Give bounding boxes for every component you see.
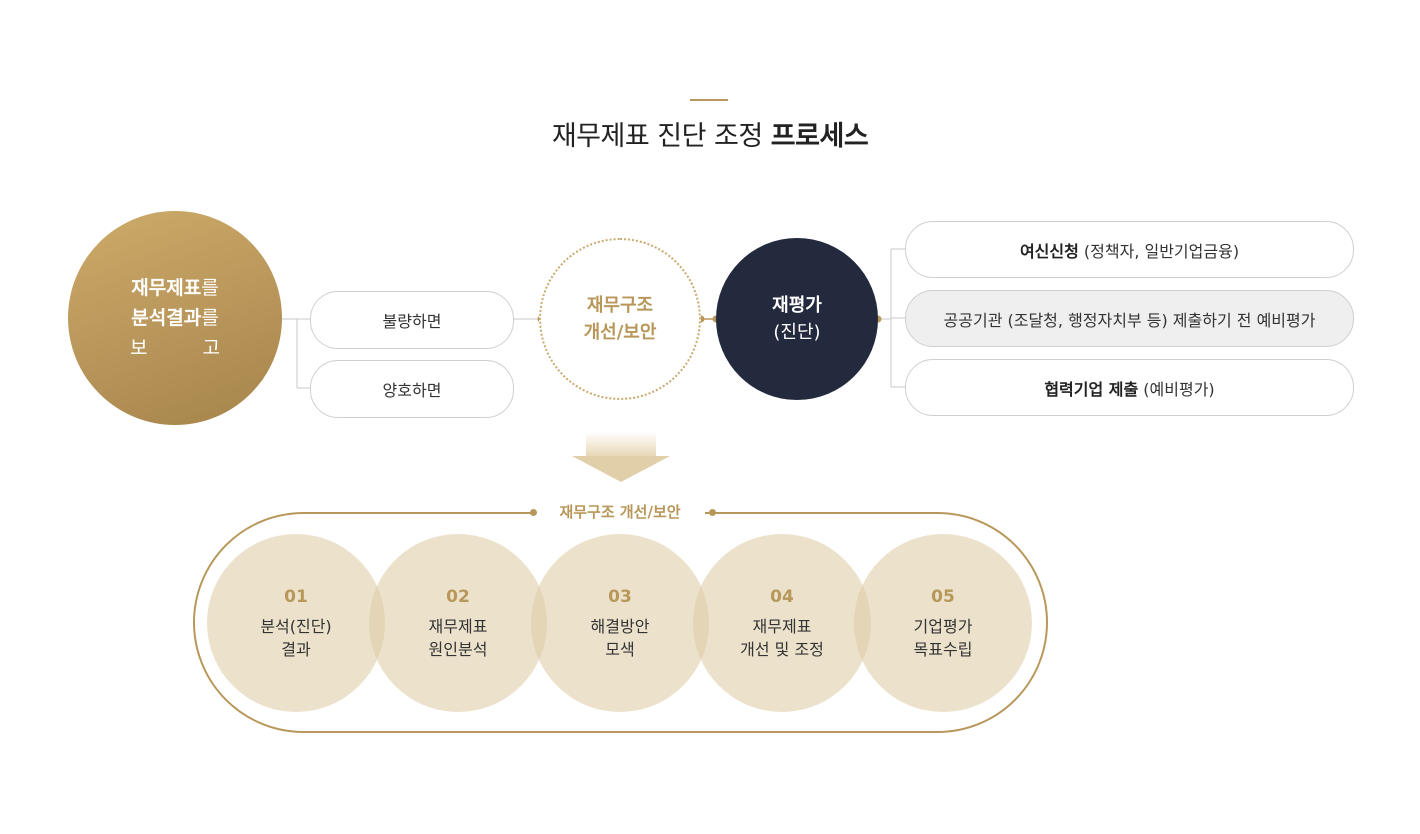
start-line-3-a: 보	[130, 337, 148, 359]
improve-circle: 재무구조 개선/보안	[539, 238, 701, 400]
step-number: 01	[284, 586, 308, 607]
reeval-circle: 재평가 (진단)	[716, 238, 878, 400]
step-01: 01 분석(진단) 결과	[207, 534, 385, 712]
step-02: 02 재무제표 원인분석	[369, 534, 547, 712]
outcome-public-rest: 공공기관 (조달청, 행정자치부 등) 제출하기 전 예비평가	[943, 310, 1316, 330]
outcome-partner-rest: (예비평가)	[1143, 379, 1215, 399]
start-line-2-bold: 분석결과	[131, 307, 202, 329]
outcome-partner: 협력기업 제출 (예비평가)	[905, 359, 1354, 416]
step-line-1: 해결방안	[590, 616, 650, 636]
title-normal: 재무제표 진단 조정	[551, 121, 763, 152]
bottom-label: 재무구조 개선/보안	[535, 498, 705, 526]
step-line-2: 목표수립	[913, 639, 973, 659]
start-line-1-bold: 재무제표	[131, 277, 202, 299]
label-dot-left	[530, 509, 537, 516]
outcome-loan-bold: 여신신청	[1019, 241, 1079, 261]
step-line-1: 재무제표	[752, 616, 812, 636]
step-line-2: 원인분석	[428, 639, 488, 659]
outcome-loan: 여신신청 (정책자, 일반기업금융)	[905, 221, 1354, 278]
reeval-line-1: 재평가	[772, 295, 822, 316]
step-number: 03	[608, 586, 632, 607]
start-line-2-rest: 를	[201, 307, 219, 329]
start-line-2: 분석결과를	[68, 303, 282, 333]
branch-good: 양호하면	[310, 360, 514, 418]
outcome-loan-rest: (정책자, 일반기업금융)	[1083, 241, 1240, 261]
title-accent-bar	[690, 99, 728, 101]
step-03: 03 해결방안 모색	[531, 534, 709, 712]
step-line-2: 개선 및 조정	[740, 639, 824, 659]
improve-line-2: 개선/보안	[583, 322, 657, 343]
page-title: 재무제표 진단 조정 프로세스	[0, 114, 1420, 153]
reeval-line-2: (진단)	[773, 322, 821, 343]
down-arrow-stem	[586, 432, 656, 458]
step-04: 04 재무제표 개선 및 조정	[693, 534, 871, 712]
down-arrow-icon	[572, 456, 670, 482]
step-line-1: 분석(진단)	[260, 616, 332, 636]
start-line-1-rest: 를	[201, 277, 219, 299]
start-line-1: 재무제표를	[68, 273, 282, 303]
step-line-1: 재무제표	[428, 616, 488, 636]
step-line-2: 결과	[281, 639, 311, 659]
step-05: 05 기업평가 목표수립	[854, 534, 1032, 712]
step-number: 05	[931, 586, 955, 607]
label-dot-right	[709, 509, 716, 516]
outcome-public: 공공기관 (조달청, 행정자치부 등) 제출하기 전 예비평가	[905, 290, 1354, 347]
step-number: 02	[446, 586, 470, 607]
step-number: 04	[770, 586, 794, 607]
outcome-partner-bold: 협력기업 제출	[1044, 379, 1139, 399]
improve-line-1: 재무구조	[586, 295, 654, 316]
title-bold: 프로세스	[770, 121, 869, 152]
start-line-3-b: 고	[202, 337, 220, 359]
branch-bad: 불량하면	[310, 291, 514, 349]
step-line-1: 기업평가	[913, 616, 973, 636]
step-line-2: 모색	[605, 639, 635, 659]
